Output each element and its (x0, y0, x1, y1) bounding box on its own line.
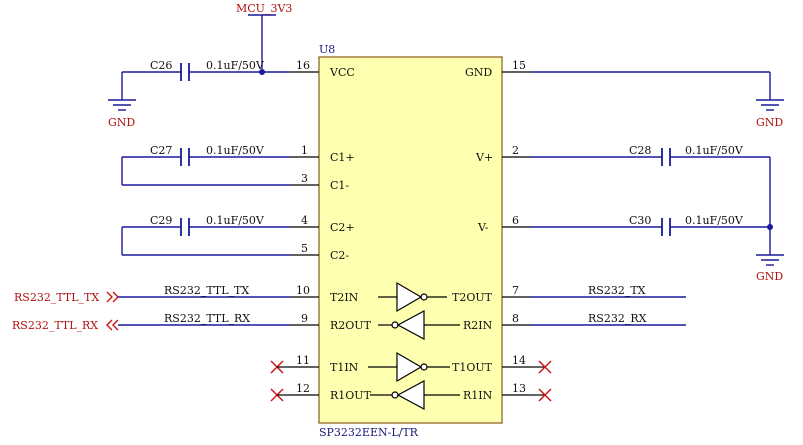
pin-name-vcc: VCC (329, 66, 355, 79)
pin-num-12: 12 (296, 382, 310, 395)
pin-name-c2p: C2+ (330, 221, 355, 234)
pin-name-r2out: R2OUT (330, 319, 372, 332)
buffer-r2 (378, 309, 460, 341)
no-connect-pin-11 (270, 360, 290, 374)
wire-label: RS232_TTL_TX (164, 284, 249, 297)
pin-num-5: 5 (301, 242, 308, 255)
cap-ref: C30 (629, 214, 651, 227)
capacitor-c30[interactable]: C30 0.1uF/50V (531, 214, 773, 236)
cap-value: 0.1uF/50V (685, 214, 744, 227)
port-label: RS232_TTL_RX (12, 319, 98, 332)
buffer-t2 (378, 281, 447, 313)
net-ttl-rx[interactable]: RS232_TTL_RX RS232_TTL_RX (12, 312, 290, 332)
power-net-mcu-3v3: MCU_3V3 (236, 2, 292, 72)
pin-name-gnd: GND (465, 66, 492, 79)
pin-num-11: 11 (296, 354, 310, 367)
port-label: RS232_TTL_TX (14, 291, 99, 304)
gnd-label: GND (108, 116, 135, 129)
pin-name-t1in: T1IN (330, 361, 359, 374)
pin-num-13: 13 (512, 382, 526, 395)
pin-num-3: 3 (301, 172, 308, 185)
gnd-label: GND (756, 116, 783, 129)
net-ttl-tx[interactable]: RS232_TTL_TX RS232_TTL_TX (14, 284, 290, 304)
pin-name-r1in: R1IN (463, 389, 493, 402)
cap-ref: C27 (150, 144, 172, 157)
pin-name-t2in: T2IN (330, 291, 359, 304)
wire-label: RS232_TTL_RX (164, 312, 250, 325)
no-connect-pin-14 (531, 360, 552, 374)
ground-symbol-right-lower: GND (756, 254, 784, 283)
cap-value: 0.1uF/50V (206, 144, 265, 157)
power-net-label: MCU_3V3 (236, 2, 292, 15)
ic-ref: U8 (319, 43, 335, 56)
cap-value: 0.1uF/50V (206, 214, 265, 227)
pin-name-r1out: R1OUT (330, 389, 372, 402)
pin-name-c1m: C1- (330, 179, 349, 192)
ground-symbol-left: GND (108, 99, 136, 129)
capacitor-c29[interactable]: C29 0.1uF/50V (121, 214, 290, 256)
capacitor-c26[interactable]: C26 0.1uF/50V (121, 59, 290, 100)
buffer-r1 (370, 379, 460, 411)
buffer-t1 (368, 351, 450, 383)
pin-name-t1out: T1OUT (452, 361, 493, 374)
pin-num-6: 6 (512, 214, 519, 227)
pin-num-7: 7 (512, 284, 519, 297)
pin-num-14: 14 (512, 354, 526, 367)
cap-ref: C29 (150, 214, 172, 227)
pin-num-8: 8 (512, 312, 519, 325)
left-pins: 16 VCC 1 C1+ 3 C1- 4 C2+ 5 C2- 10 T2IN 9… (290, 59, 372, 402)
net-rs232-rx[interactable]: RS232_RX (531, 312, 686, 326)
pin-num-1: 1 (301, 144, 308, 157)
wire-label: RS232_RX (588, 312, 647, 325)
pin-name-vplus: V+ (475, 151, 493, 164)
pin-name-vminus: V- (477, 221, 489, 234)
right-pins: 15 GND 2 V+ 6 V- 7 T2OUT 8 R2IN 14 T1OUT… (452, 59, 531, 402)
pin-num-16: 16 (296, 59, 310, 72)
pin-num-9: 9 (301, 312, 308, 325)
no-connect-pin-13 (531, 388, 552, 402)
pin-num-2: 2 (512, 144, 519, 157)
ic-u8[interactable]: U8 SP3232EEN-L/TR (318, 43, 503, 439)
ic-part: SP3232EEN-L/TR (319, 426, 419, 439)
capacitor-c28[interactable]: C28 0.1uF/50V (531, 144, 771, 255)
cap-ref: C26 (150, 59, 172, 72)
gnd-net-right: GND (531, 71, 784, 129)
cap-value: 0.1uF/50V (206, 59, 265, 72)
pin-name-c1p: C1+ (330, 151, 355, 164)
pin-name-t2out: T2OUT (452, 291, 493, 304)
wire-label: RS232_TX (588, 284, 646, 297)
pin-name-c2m: C2- (330, 249, 349, 262)
pin-name-r2in: R2IN (463, 319, 493, 332)
pin-num-15: 15 (512, 59, 526, 72)
no-connect-pin-12 (270, 388, 290, 402)
capacitor-c27[interactable]: C27 0.1uF/50V (121, 144, 290, 186)
net-rs232-tx[interactable]: RS232_TX (531, 284, 686, 298)
pin-num-10: 10 (296, 284, 310, 297)
gnd-label: GND (756, 270, 783, 283)
pin-num-4: 4 (301, 214, 308, 227)
cap-value: 0.1uF/50V (685, 144, 744, 157)
cap-ref: C28 (629, 144, 651, 157)
